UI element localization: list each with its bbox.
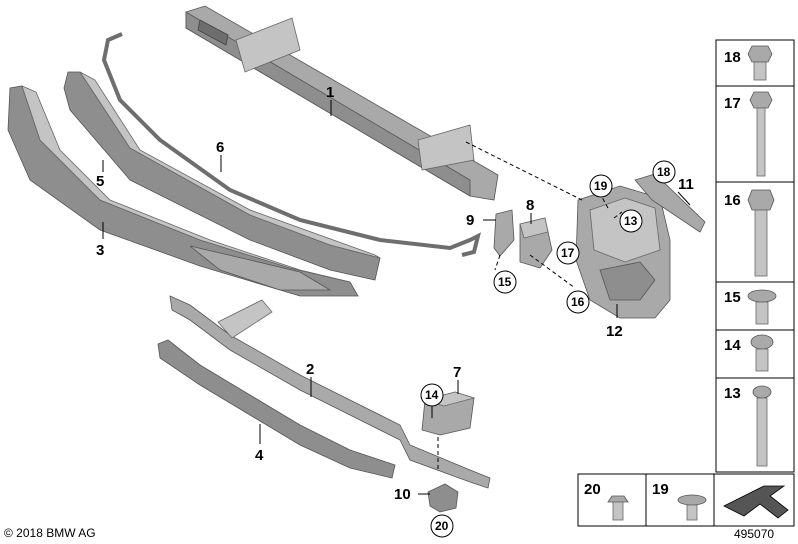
- document-number: 495070: [734, 527, 774, 541]
- circled-18-text: 18: [657, 165, 671, 179]
- circled-20-text: 20: [435, 519, 449, 533]
- fastener-panel: 18 17 16 15 14 13: [715, 39, 795, 473]
- fastener-label-18: 18: [724, 49, 741, 66]
- clip-19-icon: [677, 494, 707, 521]
- fastener-label-13: 13: [724, 385, 741, 402]
- callout-2: 2: [306, 361, 314, 378]
- circled-15: 15: [493, 270, 517, 294]
- circled-19: 19: [589, 174, 613, 198]
- bolt-16-icon: [747, 189, 775, 277]
- fastener-label-17: 17: [724, 95, 741, 112]
- circled-16: 16: [566, 290, 590, 314]
- part-2-lower-strip: [169, 295, 491, 489]
- callout-4: 4: [255, 447, 264, 464]
- fastener-cell-15: [715, 281, 795, 331]
- bolt-14-icon: [750, 334, 774, 372]
- part-8-bracket: [519, 217, 553, 269]
- part-4-clip-strip: [157, 339, 396, 479]
- circled-18: 18: [652, 160, 676, 184]
- fastener-label-20: 20: [584, 481, 601, 498]
- part-6-trim-strip: [101, 32, 481, 257]
- fastener-label-14: 14: [724, 337, 741, 354]
- bolt-17-icon: [749, 91, 773, 177]
- bolt-15-icon: [747, 289, 777, 325]
- circled-16-text: 16: [571, 295, 585, 309]
- circled-19-text: 19: [594, 179, 608, 193]
- circled-callouts: 13 14 15 16 17 18 19 20: [420, 160, 676, 538]
- circled-13-text: 13: [624, 214, 638, 228]
- part-1-bumper-carrier: [185, 5, 499, 201]
- bottom-fastener-boxes: 20 19: [577, 473, 795, 527]
- part-12-side-carrier: [575, 185, 671, 319]
- circled-14-text: 14: [425, 388, 439, 402]
- fastener-label-15: 15: [724, 289, 741, 306]
- circled-14: 14: [420, 383, 444, 407]
- clip-20-icon: [607, 495, 629, 521]
- copyright-text: © 2018 BMW AG: [4, 526, 96, 540]
- circled-20: 20: [430, 514, 454, 538]
- callout-5: 5: [96, 173, 104, 190]
- callout-11: 11: [678, 176, 694, 193]
- part-11-mounting-plate: [634, 173, 706, 233]
- callout-1: 1: [326, 84, 334, 101]
- callout-3: 3: [96, 242, 104, 259]
- fastener-label-16: 16: [724, 192, 741, 209]
- callout-6: 6: [216, 139, 224, 156]
- circled-17-text: 17: [561, 246, 575, 260]
- callout-10: 10: [394, 486, 411, 503]
- callout-7: 7: [453, 364, 461, 381]
- callout-8: 8: [526, 197, 534, 214]
- part-9-bracket: [493, 209, 515, 257]
- bolt-18-icon: [747, 45, 773, 81]
- part-3-front-carrier: [7, 85, 359, 297]
- fastener-label-19: 19: [652, 481, 669, 498]
- circled-13: 13: [619, 209, 643, 233]
- part-2-bracket: [217, 299, 273, 339]
- bolt-13-icon: [752, 385, 772, 467]
- callout-12: 12: [606, 323, 623, 340]
- circled-15-text: 15: [498, 275, 512, 289]
- part-10-clip: [427, 483, 459, 513]
- part-callouts: 1 2 3 4 5 6 7 8 9 10 11 12: [96, 84, 694, 503]
- orientation-arrow-icon: [723, 485, 789, 519]
- part-5-absorber: [63, 71, 381, 281]
- circled-17: 17: [556, 241, 580, 265]
- callout-9: 9: [466, 212, 474, 229]
